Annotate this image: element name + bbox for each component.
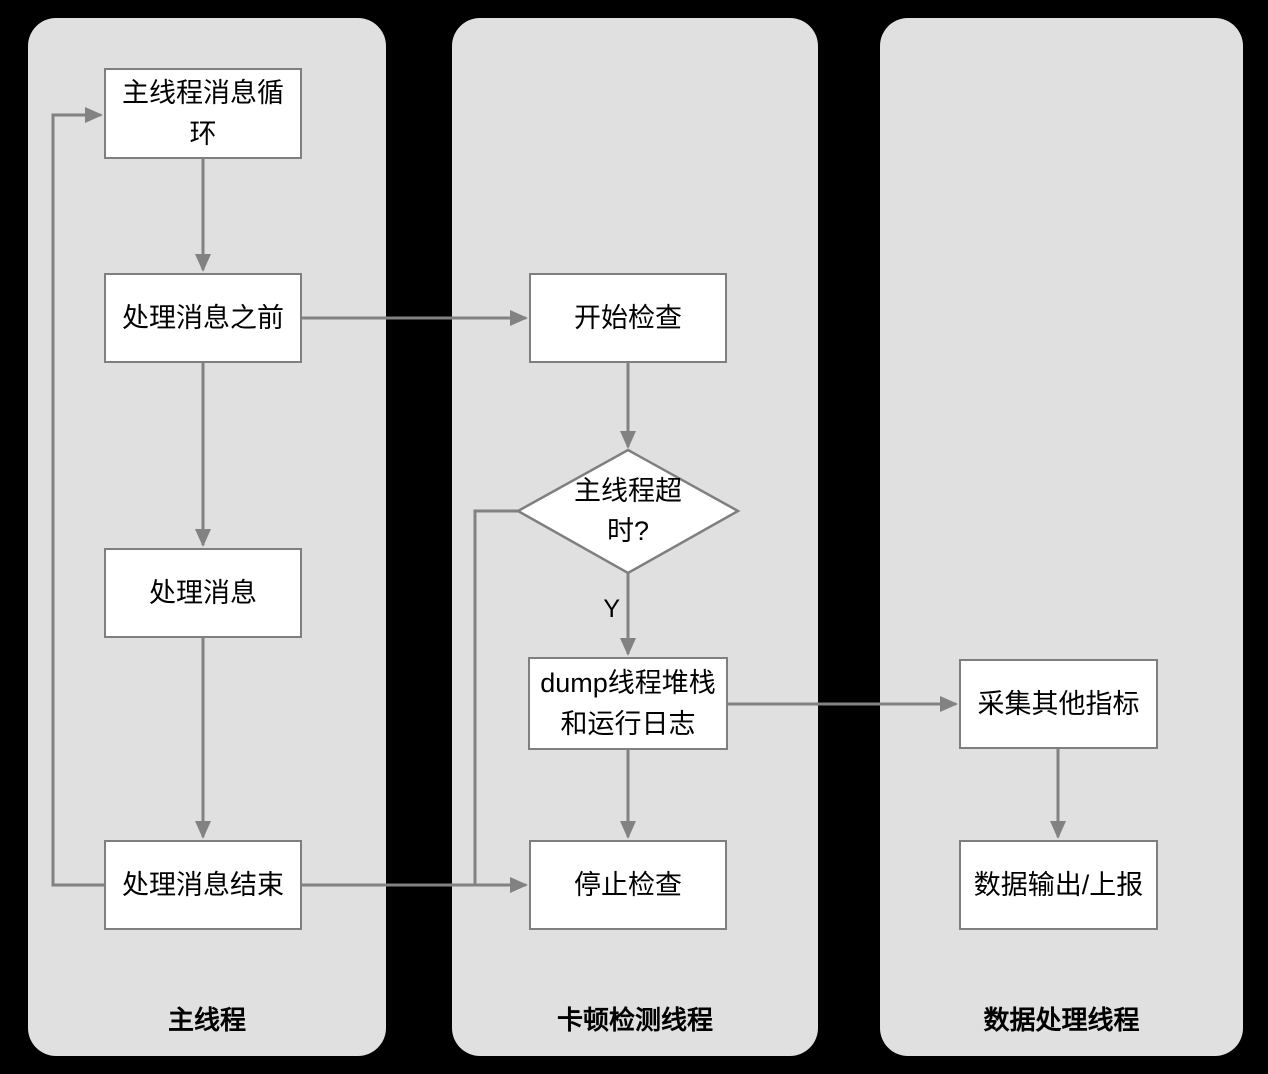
node-data-output: 数据输出/上报 [959, 840, 1158, 930]
node-process-message-label: 处理消息 [149, 577, 257, 608]
node-end-message-label: 处理消息结束 [122, 869, 284, 900]
node-data-output-label: 数据输出/上报 [973, 869, 1144, 900]
node-dump-stack-label: dump线程堆栈和运行日志 [540, 668, 716, 739]
node-main-loop-label: 主线程消息循环 [122, 78, 284, 149]
edge-label-yes: Y [603, 595, 620, 623]
node-before-message: 处理消息之前 [104, 273, 302, 363]
lane-title-main-thread: 主线程 [167, 1005, 246, 1035]
node-stop-check: 停止检查 [529, 840, 727, 930]
node-collect-metrics: 采集其他指标 [959, 659, 1158, 749]
node-end-message: 处理消息结束 [104, 840, 302, 930]
node-dump-stack: dump线程堆栈和运行日志 [528, 657, 728, 750]
node-process-message: 处理消息 [104, 548, 302, 638]
node-start-check: 开始检查 [529, 273, 727, 363]
node-stop-check-label: 停止检查 [574, 869, 682, 900]
node-collect-metrics-label: 采集其他指标 [977, 688, 1140, 719]
arrow-end-loopback-to-main-loop [51, 107, 104, 887]
line-decision-left-branch [473, 509, 518, 885]
decision-diamond [515, 448, 741, 575]
node-timeout-decision: 主线程超时? [518, 449, 738, 573]
node-main-loop: 主线程消息循环 [104, 68, 302, 159]
node-timeout-decision-label: 主线程超时? [574, 475, 682, 547]
lane-title-lag-detect-thread: 卡顿检测线程 [556, 1005, 713, 1035]
node-before-message-label: 处理消息之前 [122, 302, 284, 333]
node-start-check-label: 开始检查 [574, 302, 682, 333]
lane-title-data-process-thread: 数据处理线程 [983, 1005, 1140, 1035]
